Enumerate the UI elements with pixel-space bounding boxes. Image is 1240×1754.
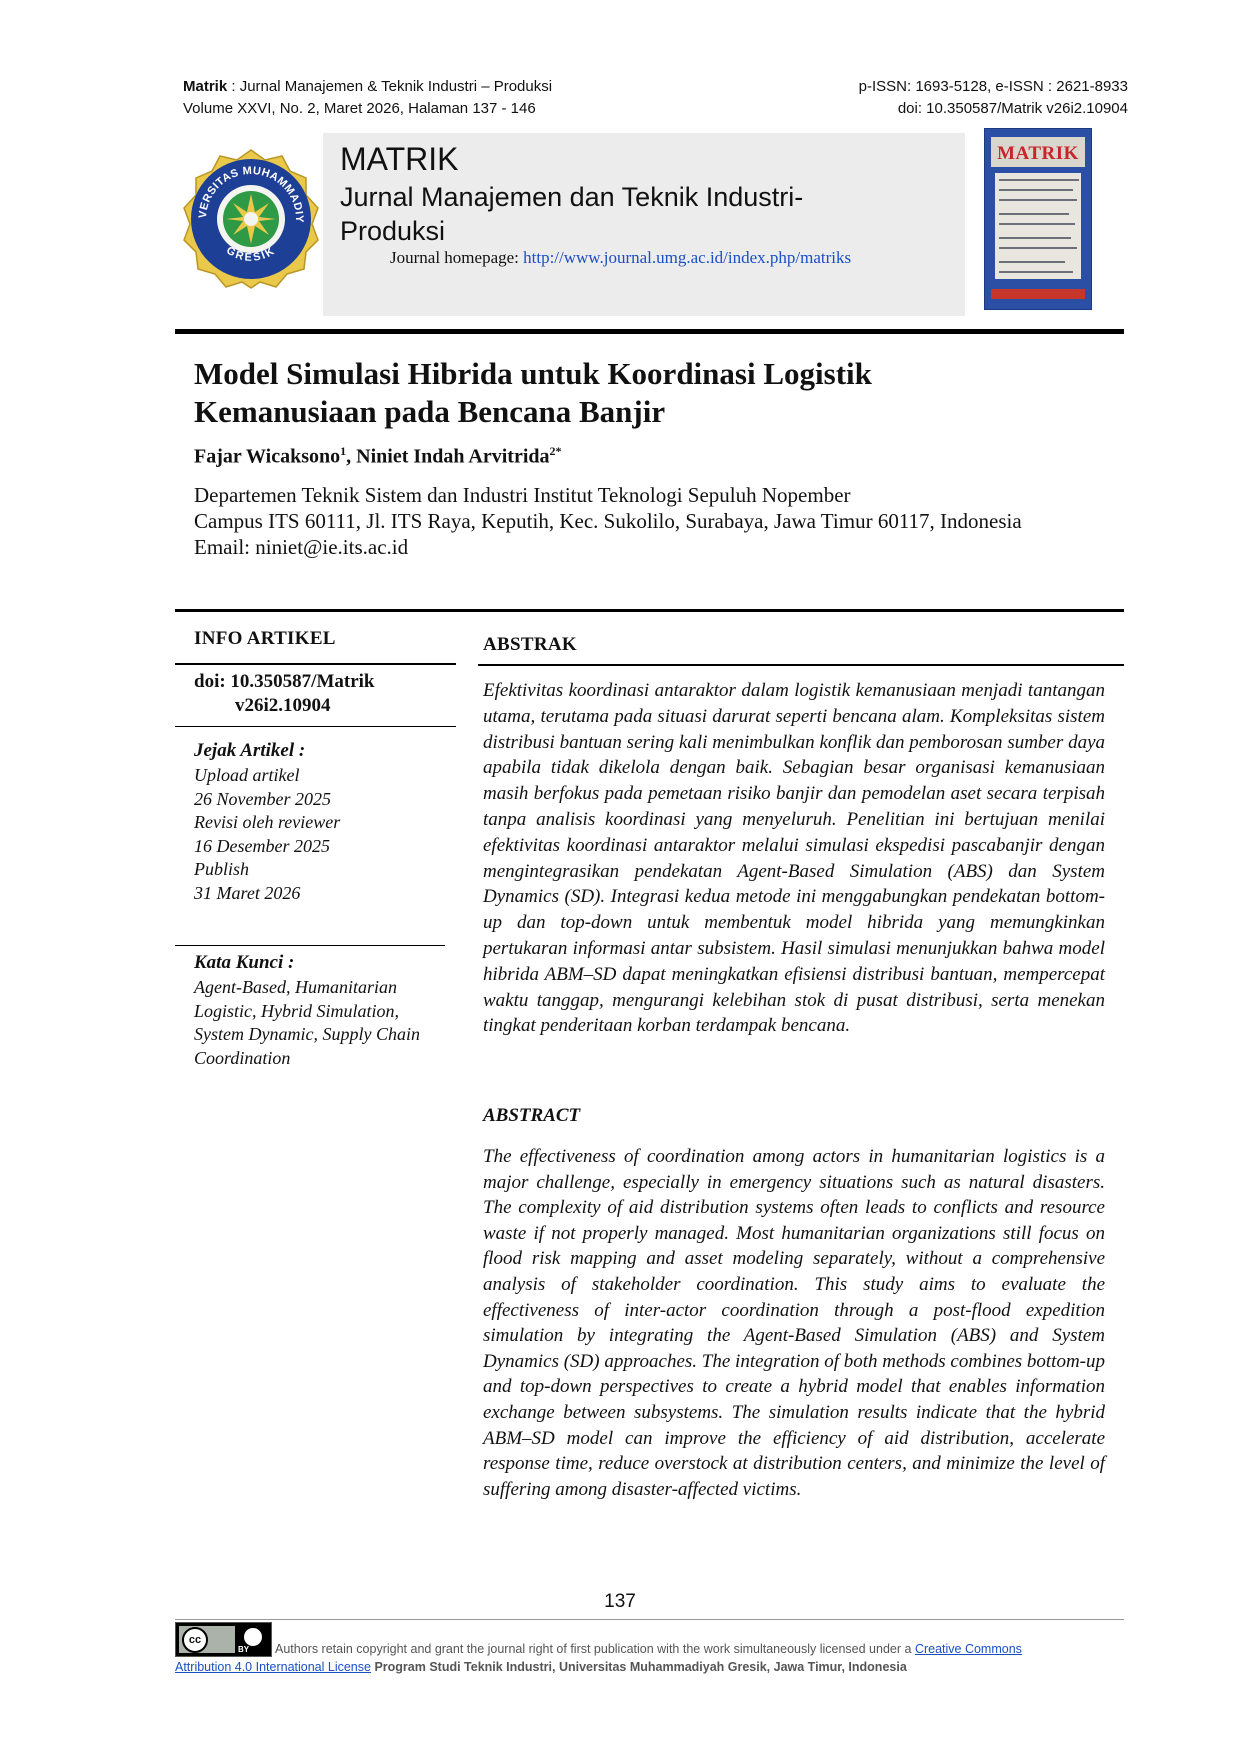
masthead-subtitle: Jurnal Manajemen dan Teknik Industri- Pr… <box>340 180 940 248</box>
cc-by-license-badge: cc BY <box>175 1622 272 1657</box>
abstrak-heading: ABSTRAK <box>483 634 577 655</box>
keywords-line: System Dynamic, Supply Chain <box>194 1024 420 1044</box>
abstract-heading: ABSTRACT <box>483 1105 581 1126</box>
abstrak-text: Efektivitas koordinasi antaraktor dalam … <box>483 680 1105 1037</box>
license-link-attribution[interactable]: Attribution 4.0 International License <box>175 1660 371 1674</box>
history-list: Upload artikel 26 November 2025 Revisi o… <box>194 764 340 905</box>
license-notice: Authors retain copyright and grant the j… <box>175 1640 1124 1676</box>
author-2-affil: 2* <box>549 444 562 458</box>
cc-by-label: BY <box>238 1645 250 1654</box>
history-item: 16 Desember 2025 <box>194 835 330 856</box>
journal-cover-image: MATRIK <box>984 128 1092 310</box>
masthead-subtitle-line1: Jurnal Manajemen dan Teknik Industri- <box>340 182 804 212</box>
person-icon <box>242 1626 264 1648</box>
author-list: Fajar Wicaksono1, Niniet Indah Arvitrida… <box>194 444 562 469</box>
homepage-label: Journal homepage: <box>390 248 524 267</box>
doi-rule <box>175 726 456 727</box>
history-item: 26 November 2025 <box>194 788 331 809</box>
section-divider <box>175 609 1124 612</box>
keywords-line: Agent-Based, Humanitarian <box>194 977 397 997</box>
issn-line: p-ISSN: 1693-5128, e-ISSN : 2621-8933 <box>858 78 1128 95</box>
article-title-line1: Model Simulasi Hibrida untuk Koordinasi … <box>194 356 872 391</box>
article-doi: doi: 10.350587/Matrik v26i2.10904 <box>194 670 454 718</box>
affiliation-line1: Departemen Teknik Sistem dan Industri In… <box>194 483 851 507</box>
author-2: Niniet Indah Arvitrida <box>356 445 550 468</box>
keywords-line: Coordination <box>194 1047 291 1068</box>
abstract-text: The effectiveness of coordination among … <box>483 1146 1105 1500</box>
history-item: 31 Maret 2026 <box>194 882 301 903</box>
doi-line: doi: 10.350587/Matrik v26i2.10904 <box>897 100 1128 117</box>
license-link-creative-commons[interactable]: Creative Commons <box>914 1642 1022 1656</box>
author-separator: , <box>346 445 357 468</box>
keywords-line: Logistic, Hybrid Simulation, <box>194 1000 400 1021</box>
running-header-right: p-ISSN: 1693-5128, e-ISSN : 2621-8933 do… <box>859 76 1128 120</box>
journal-homepage: Journal homepage: http://www.journal.umg… <box>390 248 851 268</box>
article-title: Model Simulasi Hibrida untuk Koordinasi … <box>194 355 1094 431</box>
history-item: Upload artikel <box>194 765 300 785</box>
abstrak-rule <box>478 664 1124 666</box>
volume-line: Volume XXVI, No. 2, Maret 2026, Halaman … <box>183 100 536 117</box>
homepage-link[interactable]: http://www.journal.umg.ac.id/index.php/m… <box>523 248 852 267</box>
doi-line1: doi: 10.350587/Matrik <box>194 671 375 692</box>
history-item: Revisi oleh reviewer <box>194 812 341 832</box>
cc-icon: cc <box>182 1627 208 1653</box>
institution-text: Program Studi Teknik Industri, Universit… <box>370 1660 907 1674</box>
license-text: Authors retain copyright and grant the j… <box>275 1642 915 1656</box>
cover-title: MATRIK <box>997 143 1079 164</box>
masthead-title: MATRIK <box>340 141 459 177</box>
doi-line2: v26i2.10904 <box>235 695 331 716</box>
affiliation-email: Email: niniet@ie.its.ac.id <box>194 535 409 559</box>
masthead-divider <box>175 329 1124 334</box>
history-item: Publish <box>194 859 250 879</box>
page-number: 137 <box>604 1591 636 1612</box>
author-1-affil: 1 <box>340 444 347 458</box>
footer-rule <box>175 1619 1124 1620</box>
masthead-subtitle-line2: Produksi <box>340 216 446 246</box>
history-heading: Jejak Artikel : <box>194 740 306 761</box>
author-1: Fajar Wicaksono <box>194 445 341 468</box>
info-heading: INFO ARTIKEL <box>194 628 336 649</box>
university-logo: UNIVERSITAS MUHAMMADIYAH GRESIK <box>180 148 319 289</box>
keywords-rule <box>175 945 445 946</box>
affiliation-line2: Campus ITS 60111, Jl. ITS Raya, Keputih,… <box>194 509 1022 533</box>
info-rule <box>175 663 456 665</box>
keywords-list: Agent-Based, Humanitarian Logistic, Hybr… <box>194 976 444 1070</box>
keywords-heading: Kata Kunci : <box>194 952 295 973</box>
article-title-line2: Kemanusiaan pada Bencana Banjir <box>194 394 666 429</box>
running-header-left: Matrik : Jurnal Manajemen & Teknik Indus… <box>183 76 552 120</box>
journal-short-name: Matrik <box>183 78 228 95</box>
masthead-banner <box>323 133 965 316</box>
journal-full-name: : Jurnal Manajemen & Teknik Industri – P… <box>227 78 553 95</box>
affiliation: Departemen Teknik Sistem dan Industri In… <box>194 482 1124 560</box>
